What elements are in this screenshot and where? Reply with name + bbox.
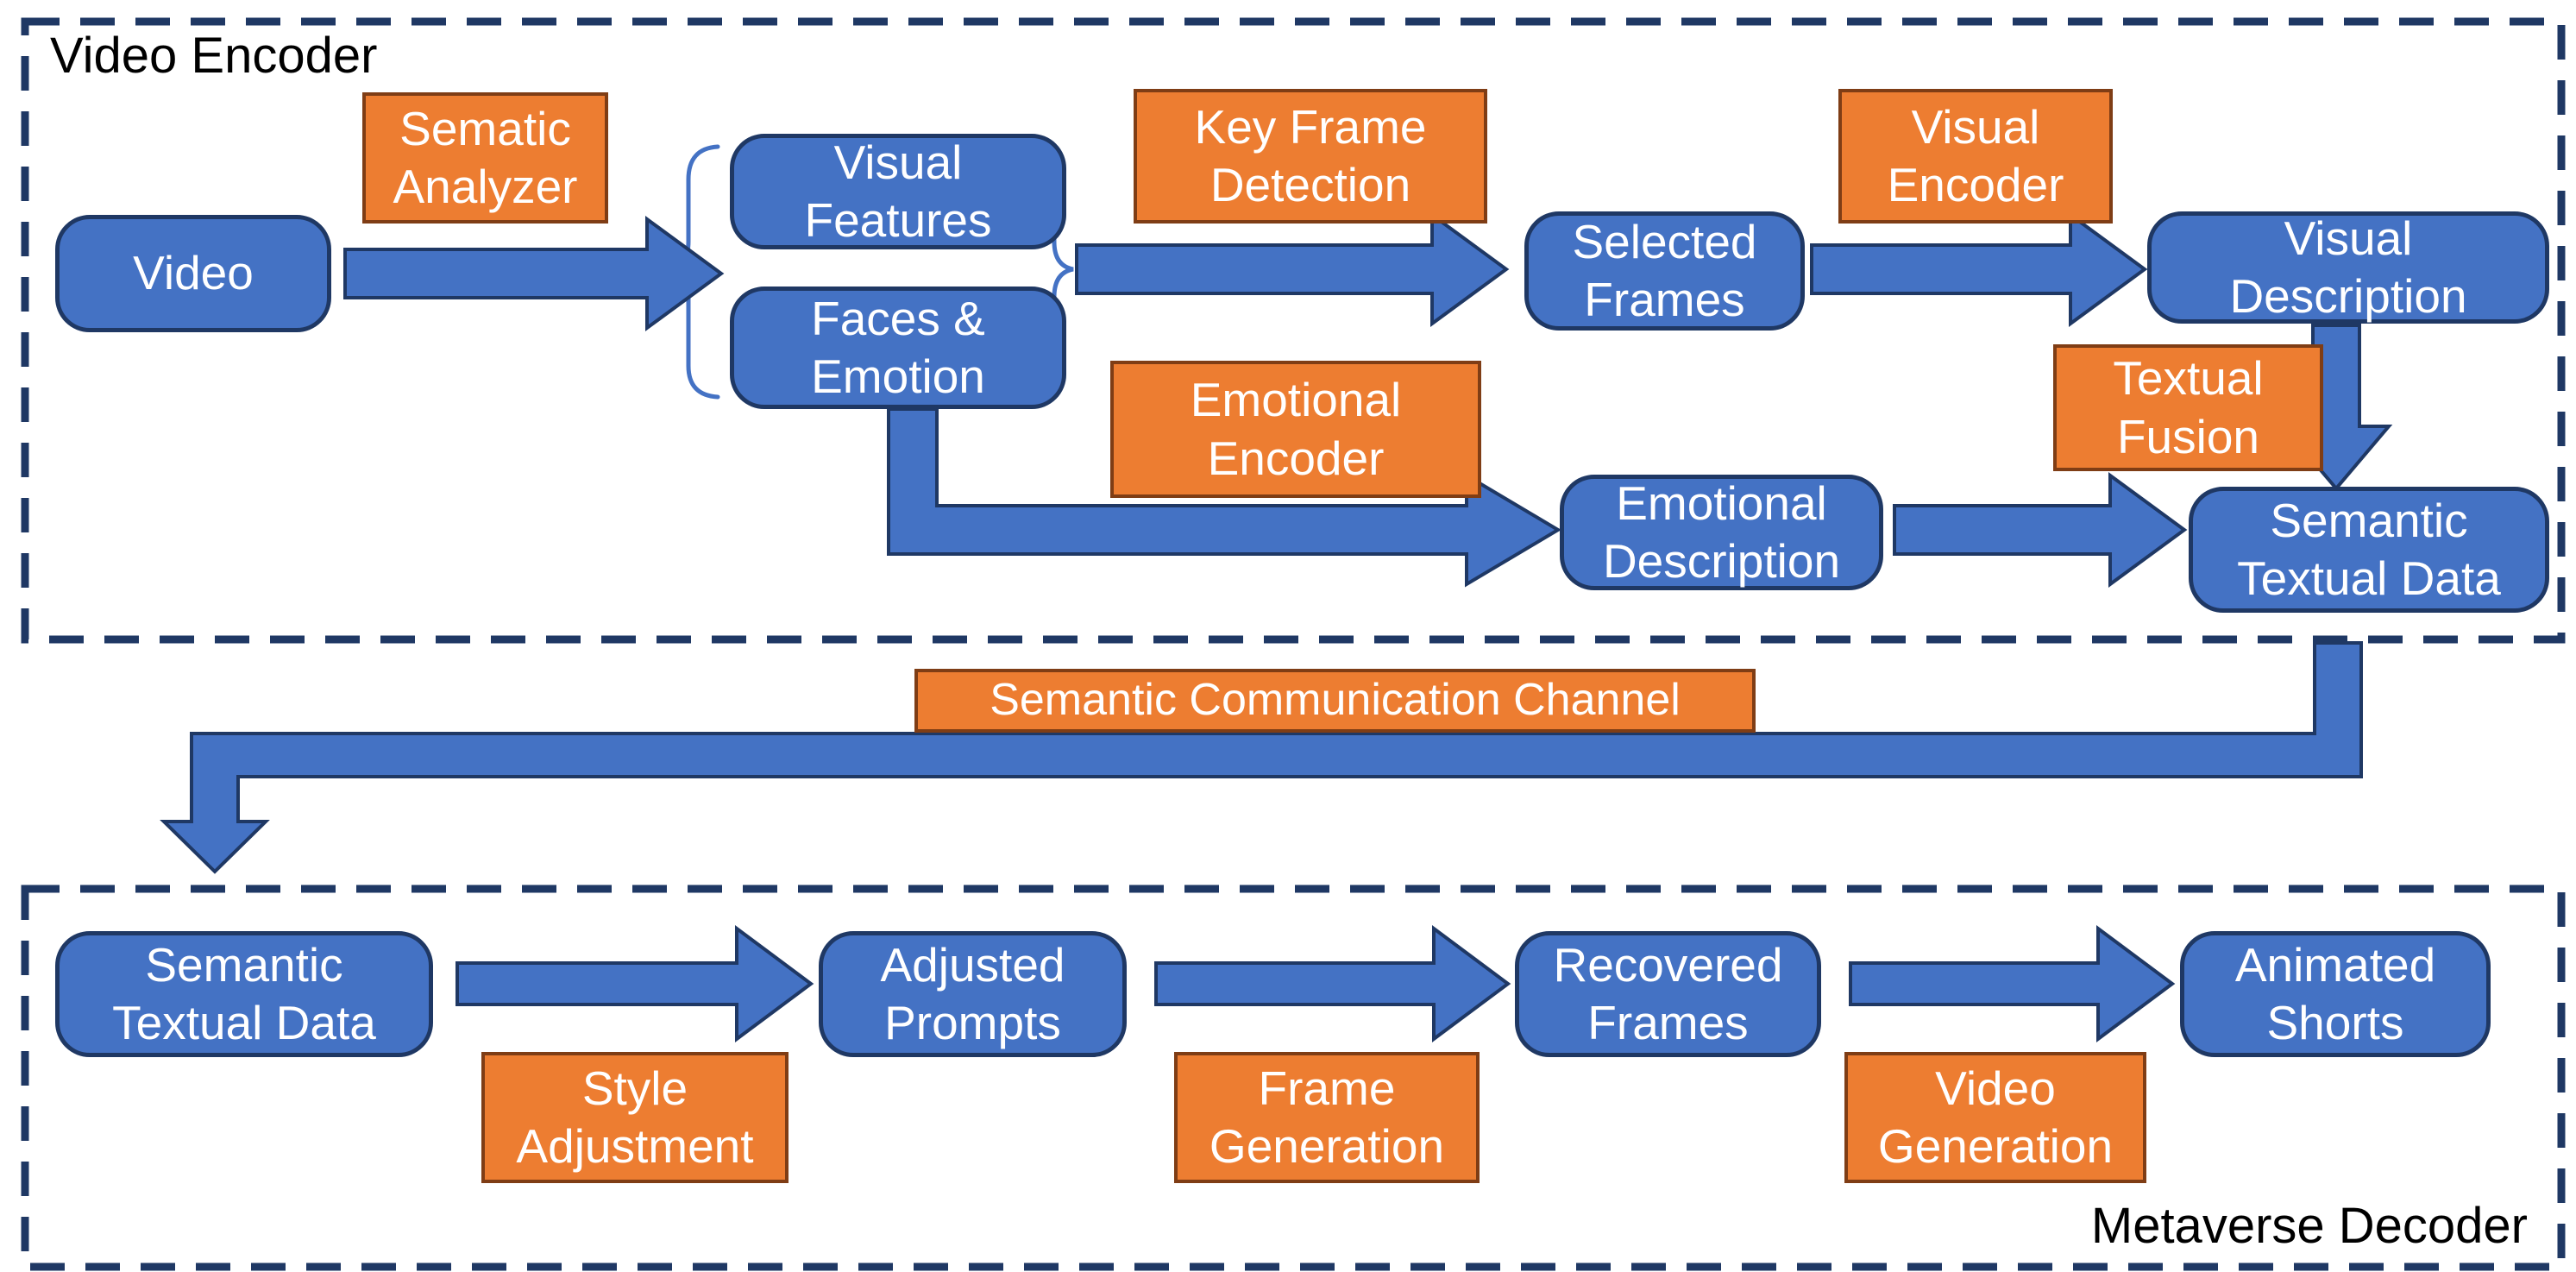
node-emotional-description: Emotional Description	[1560, 475, 1883, 590]
process-visual-encoder: Visual Encoder	[1838, 89, 2113, 224]
process-style-adjustment: Style Adjustment	[481, 1052, 789, 1183]
process-textual-fusion: Textual Fusion	[2053, 344, 2323, 471]
node-visual-description: Visual Description	[2147, 211, 2549, 324]
node-adjusted-prompts: Adjusted Prompts	[819, 931, 1127, 1057]
arrow-video-to-features	[343, 216, 725, 331]
node-selected-frames: Selected Frames	[1524, 211, 1805, 331]
arrow-semantic-communication-channel	[160, 641, 2363, 874]
process-frame-generation: Frame Generation	[1174, 1052, 1480, 1183]
arrow-features-to-selected-frames	[1075, 211, 1510, 327]
process-emotional-encoder: Emotional Encoder	[1110, 361, 1481, 498]
node-video: Video	[55, 215, 331, 332]
node-faces-emotion: Faces & Emotion	[730, 287, 1066, 409]
arrow-emotional-description-to-semantic-data	[1893, 472, 2188, 588]
node-visual-features: Visual Features	[730, 134, 1066, 249]
arrow-recovered-frames-to-animated-shorts	[1849, 925, 2176, 1042]
arrow-semantic-data-to-adjusted-prompts	[456, 925, 814, 1042]
process-sematic-analyzer: Sematic Analyzer	[362, 92, 608, 224]
decoder-title: Metaverse Decoder	[2090, 1198, 2528, 1254]
arrow-adjusted-prompts-to-recovered-frames	[1154, 925, 1511, 1042]
process-semantic-communication-channel: Semantic Communication Channel	[914, 669, 1756, 733]
node-semantic-textual-data-decoder: Semantic Textual Data	[55, 931, 433, 1057]
process-key-frame-detection: Key Frame Detection	[1134, 89, 1487, 224]
arrow-faces-to-emotional-description	[887, 407, 1561, 588]
encoder-title: Video Encoder	[50, 28, 378, 84]
process-video-generation: Video Generation	[1844, 1052, 2146, 1183]
encoder-boundary	[21, 17, 2566, 644]
arrow-selected-frames-to-visual-description	[1810, 211, 2148, 327]
node-semantic-textual-data-encoder: Semantic Textual Data	[2189, 487, 2549, 613]
node-animated-shorts: Animated Shorts	[2180, 931, 2491, 1057]
node-recovered-frames: Recovered Frames	[1515, 931, 1821, 1057]
decoder-boundary	[21, 885, 2566, 1271]
